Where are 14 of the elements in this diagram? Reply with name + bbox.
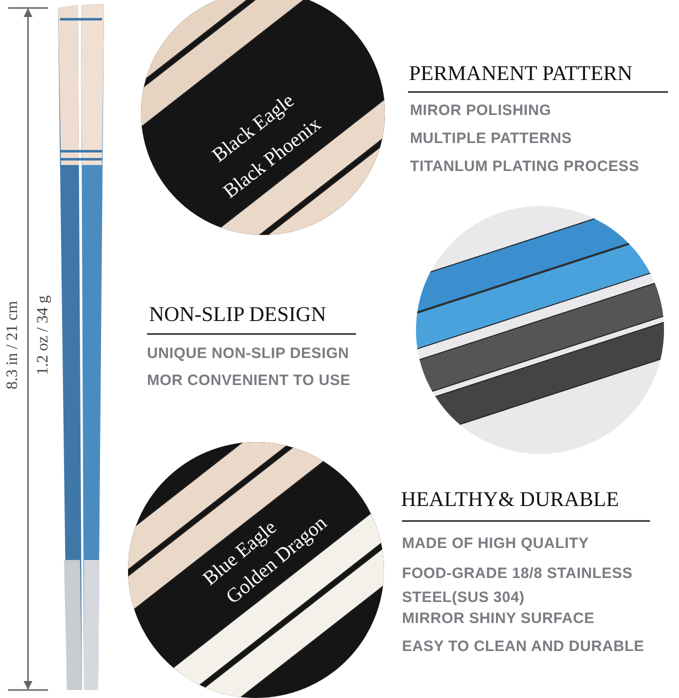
section-heading: PERMANENT PATTERN [409,61,632,86]
feature-text: MULTIPLE PATTERNS [410,130,572,148]
feature-text: MIROR POLISHING [410,102,552,120]
feature-text: MADE OF HIGH QUALITY [402,535,589,552]
dimension-label: 1.2 oz / 34 g [34,295,53,375]
feature-text: EASY TO CLEAN AND DURABLE [402,638,644,656]
feature-text: MIRROR SHINY SURFACE [402,610,594,628]
feature-text: TITANLUM PLATING PROCESS [410,158,640,176]
feature-text: UNIQUE NON-SLIP DESIGN [147,345,350,362]
dimension-label: 8.3 in / 21 cm [4,300,22,390]
section-heading: NON-SLIP DESIGN [149,302,326,326]
feature-text: FOOD-GRADE 18/8 STAINLESS STEEL(SUS 304) [402,564,634,608]
feature-text: MOR CONVENIENT TO USE [147,372,351,390]
section-heading: HEALTHY& DURABLE [401,487,619,512]
